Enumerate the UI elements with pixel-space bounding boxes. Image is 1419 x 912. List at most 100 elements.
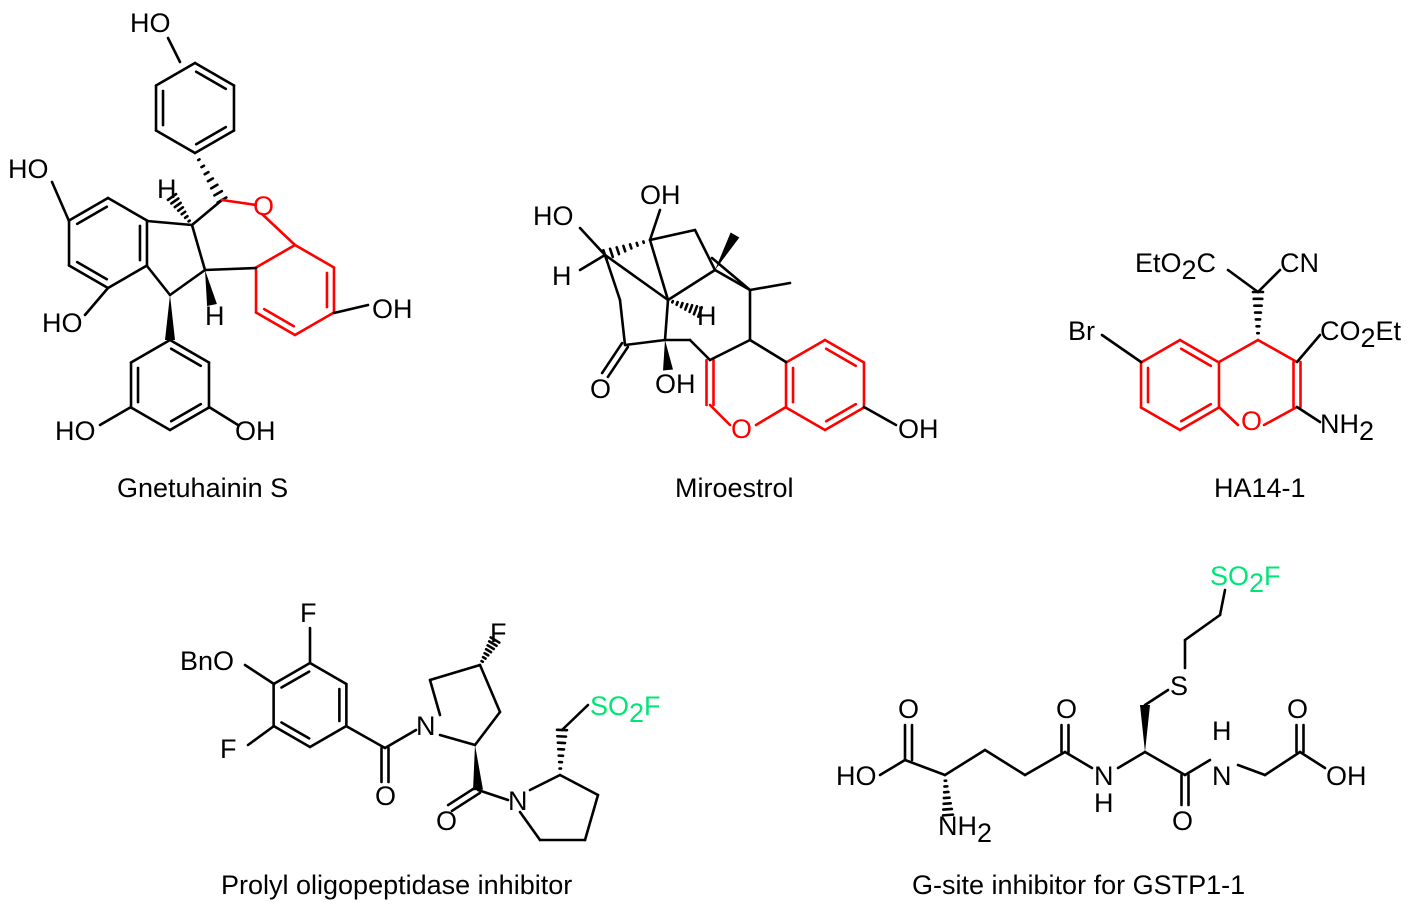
- bond: [67, 264, 110, 290]
- bond: [622, 244, 627, 253]
- bond: [1218, 588, 1227, 617]
- bond: [600, 341, 624, 375]
- bond: [483, 651, 490, 657]
- bond: [272, 661, 312, 686]
- bond: [603, 253, 622, 302]
- atom-label: HO: [836, 761, 877, 791]
- wedge-bond: [715, 232, 740, 270]
- atom-label: H: [697, 301, 717, 331]
- bond: [220, 198, 258, 207]
- bond: [1295, 333, 1322, 364]
- atom-label: F: [300, 598, 317, 628]
- bond: [615, 246, 621, 256]
- bond: [941, 813, 955, 817]
- atom-label: CN: [1280, 248, 1319, 278]
- bond: [438, 733, 477, 747]
- atom-label: F: [220, 734, 237, 764]
- bond: [683, 302, 689, 311]
- bond: [688, 338, 712, 362]
- atom-label: O: [253, 191, 274, 221]
- bond: [207, 405, 240, 427]
- bond: [280, 670, 311, 689]
- bond: [187, 219, 192, 223]
- bond: [428, 678, 442, 717]
- atom-label: F: [490, 618, 507, 648]
- bond: [710, 256, 752, 292]
- atom-label: O: [1241, 406, 1262, 436]
- atom-label: S: [1170, 671, 1188, 701]
- bond: [824, 347, 858, 368]
- bond: [106, 196, 149, 222]
- bond: [170, 197, 180, 205]
- bond: [428, 663, 482, 682]
- bond: [941, 807, 954, 811]
- bond: [180, 210, 187, 216]
- bond: [823, 338, 866, 364]
- bond: [262, 307, 296, 328]
- bond: [193, 61, 236, 87]
- atom-label: EtO2C: [1135, 248, 1216, 285]
- bond: [196, 158, 201, 162]
- bond: [169, 402, 203, 423]
- bond: [666, 268, 717, 302]
- atom-label: HO: [55, 416, 96, 446]
- bond: [308, 724, 348, 749]
- bond: [648, 208, 662, 242]
- bond: [173, 201, 182, 209]
- bond: [213, 189, 224, 197]
- atom-label: N: [508, 786, 528, 816]
- bond: [209, 183, 219, 190]
- bond: [1116, 750, 1147, 770]
- wedge-bond: [1140, 705, 1150, 752]
- bond: [203, 266, 258, 272]
- bond: [344, 724, 387, 750]
- bond: [713, 268, 752, 292]
- bond: [145, 219, 194, 227]
- bond: [748, 338, 788, 364]
- bond: [308, 661, 348, 686]
- bond: [1023, 750, 1067, 777]
- atom-label: O: [1172, 806, 1193, 836]
- bond: [1256, 268, 1282, 294]
- bond: [190, 223, 207, 272]
- atom-label: H: [552, 261, 572, 291]
- atom-label: O: [590, 374, 611, 404]
- bond: [528, 773, 562, 792]
- bond: [332, 303, 370, 315]
- sulfonyl-fluoride-label: SO2F: [1210, 561, 1281, 598]
- bond: [560, 703, 590, 732]
- bond: [748, 281, 792, 292]
- atom-label: N: [416, 711, 436, 741]
- bond: [1262, 405, 1299, 427]
- bond: [1143, 688, 1170, 707]
- bond: [754, 405, 788, 427]
- bond: [489, 636, 501, 644]
- bond: [1217, 405, 1240, 427]
- bond: [903, 758, 947, 777]
- bond: [663, 298, 670, 342]
- atom-label: O: [436, 806, 457, 836]
- bond: [628, 243, 633, 250]
- caption-g-site-inhibitor: G-site inhibitor for GSTP1-1: [912, 870, 1245, 900]
- bond: [183, 214, 189, 220]
- atom-label: OH: [235, 416, 276, 446]
- bond: [166, 192, 178, 202]
- bond: [824, 402, 858, 423]
- bond: [1139, 338, 1182, 364]
- atom-label: O: [898, 694, 919, 724]
- wedge-bond: [205, 270, 217, 306]
- atom-label: CO2Et: [1320, 316, 1402, 353]
- atom-label: H: [205, 301, 225, 331]
- atom-label: OH: [640, 180, 681, 210]
- atom-label: O: [731, 414, 752, 444]
- atom-label: O: [1056, 694, 1077, 724]
- bond: [583, 793, 600, 842]
- bond: [254, 311, 297, 337]
- bond: [784, 338, 827, 364]
- bond: [558, 773, 600, 797]
- bond: [254, 243, 297, 269]
- bond: [1139, 406, 1182, 432]
- bond: [194, 70, 228, 91]
- bond: [481, 655, 487, 660]
- bond: [190, 198, 224, 227]
